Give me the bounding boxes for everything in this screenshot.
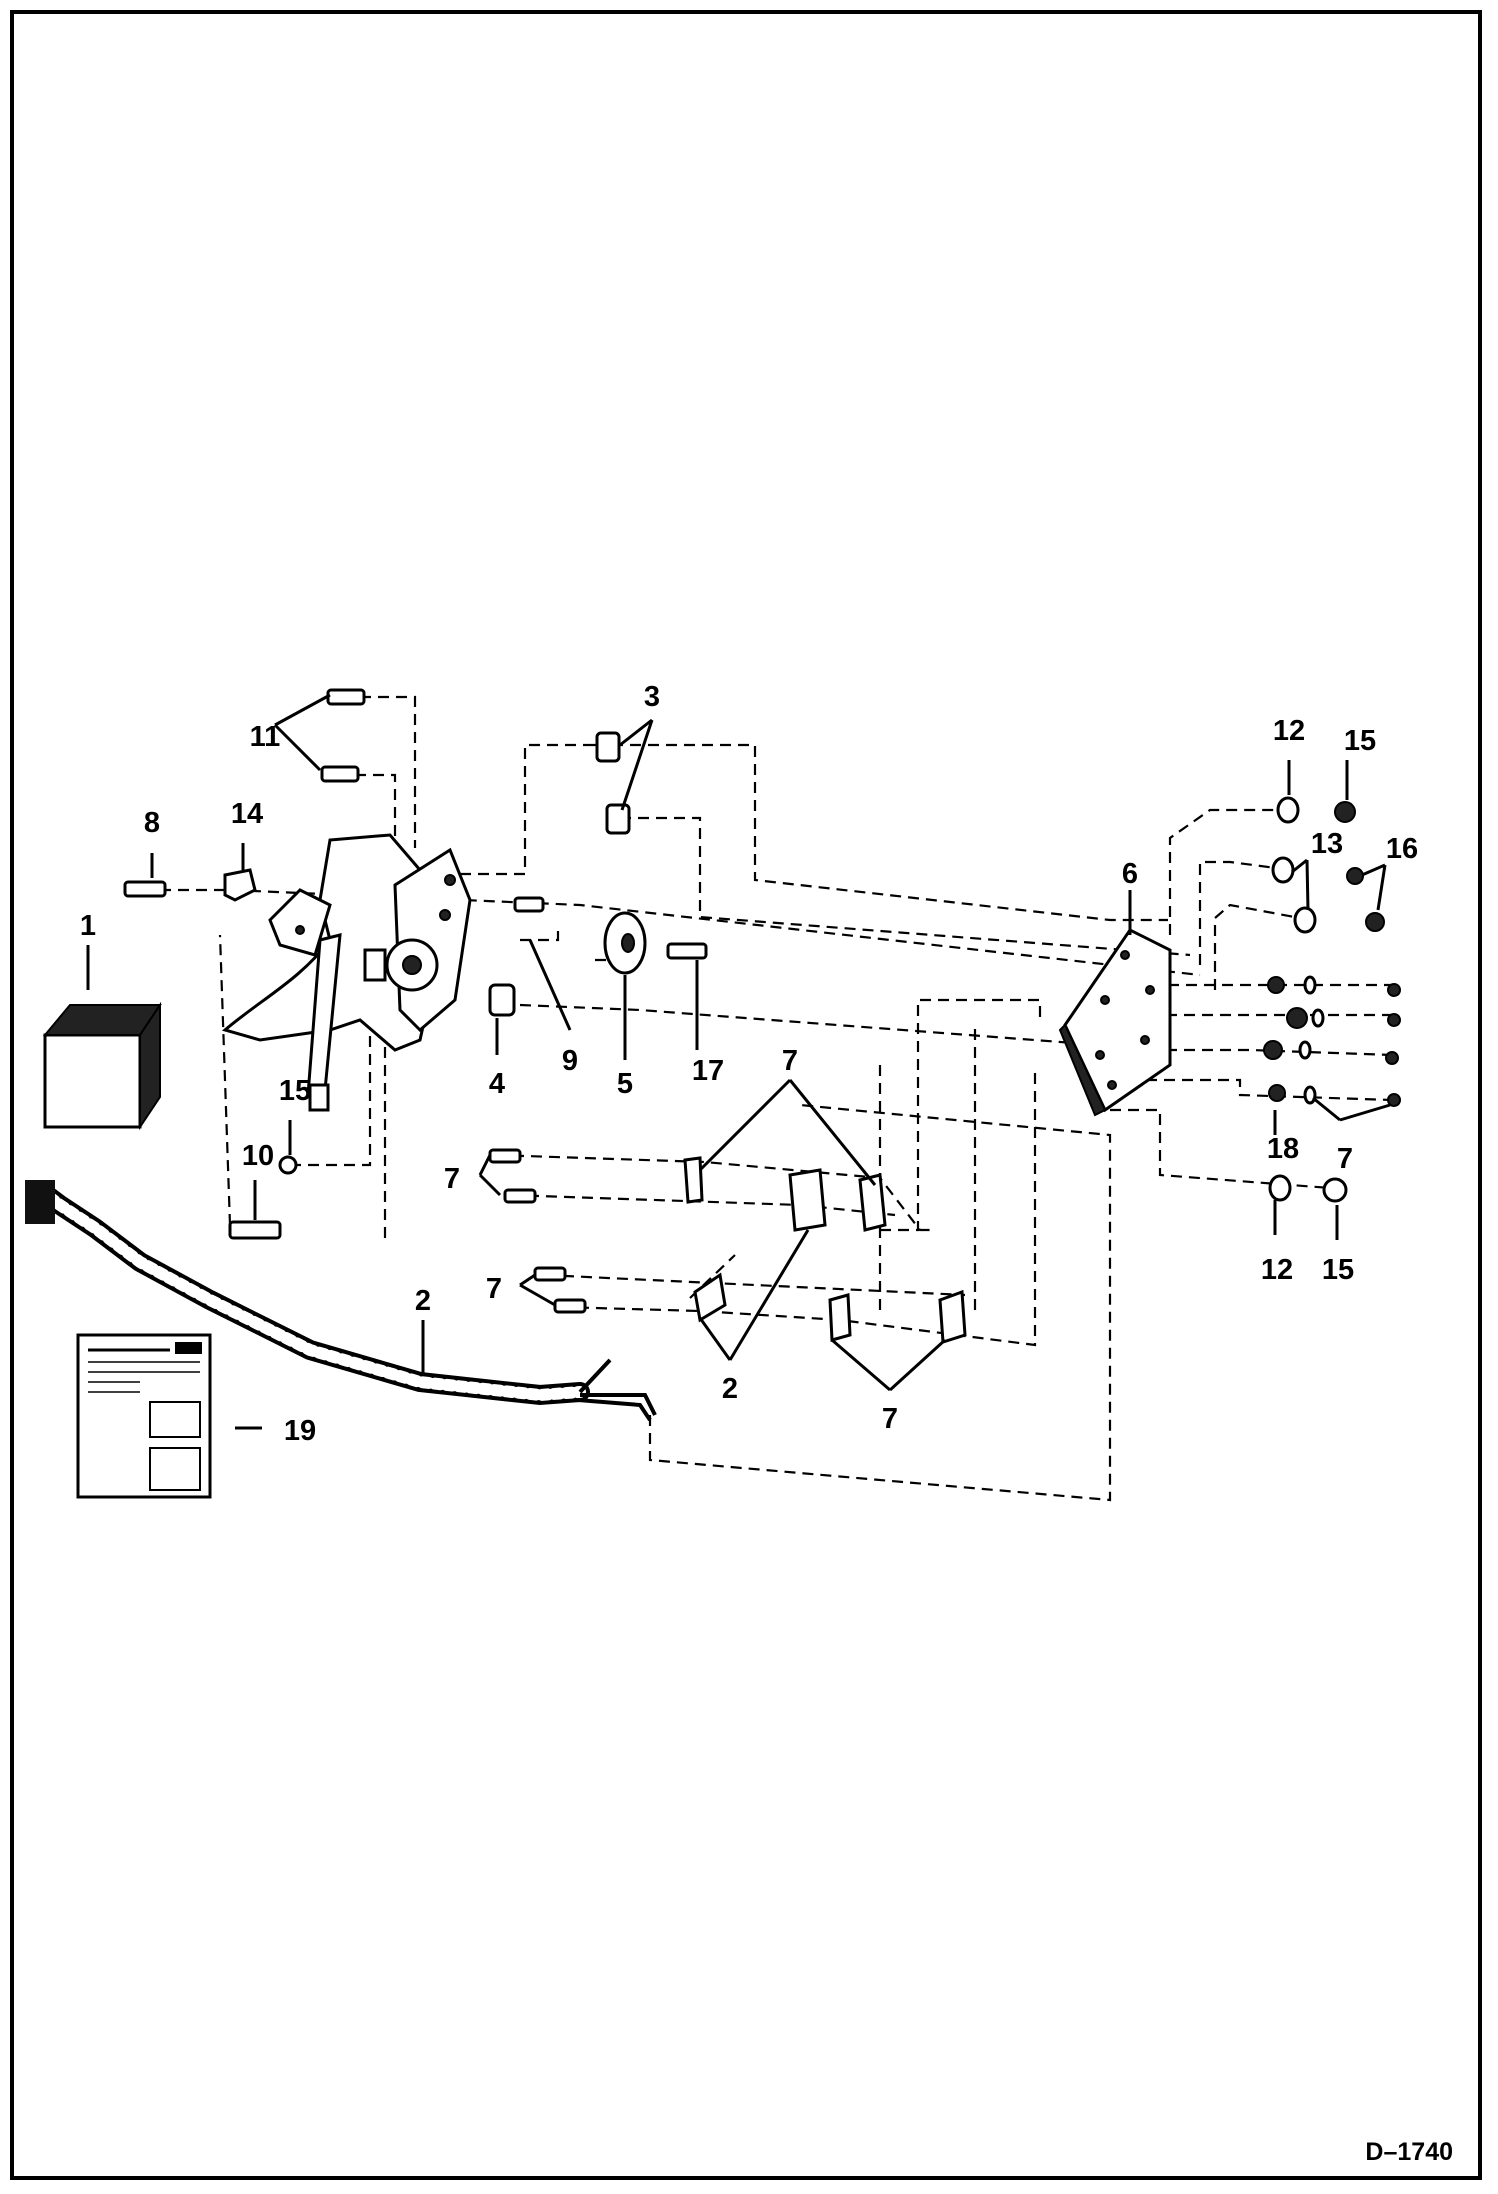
callout-18: 18 bbox=[1267, 1133, 1299, 1165]
right-side-hardware bbox=[1263, 796, 1401, 1203]
callout-17: 17 bbox=[692, 1055, 724, 1087]
callout-11: 11 bbox=[250, 721, 281, 753]
part-2-wire-harness bbox=[25, 1180, 657, 1422]
callout-6: 6 bbox=[1122, 858, 1138, 890]
part-14-clip bbox=[223, 868, 257, 902]
part-8-bolt bbox=[123, 880, 167, 898]
part-9-bolt bbox=[513, 896, 545, 913]
assembly-guide-lines bbox=[160, 695, 1393, 1502]
part-6-mounting-plate bbox=[1058, 928, 1172, 1117]
callout-9: 9 bbox=[562, 1045, 578, 1077]
callout-labels: 1 2 2 3 4 5 6 7 7 7 7 7 8 9 10 11 12 12 … bbox=[80, 681, 1418, 1447]
callout-2: 2 bbox=[722, 1373, 738, 1405]
part-11-bolt-lower bbox=[320, 765, 360, 783]
callout-12: 12 bbox=[1273, 715, 1305, 747]
part-10-bolt bbox=[228, 1220, 282, 1240]
part-2-switch-b bbox=[693, 1272, 727, 1323]
part-7-bracket-b bbox=[858, 1173, 887, 1232]
figure-number: D–1740 bbox=[1365, 2138, 1453, 2166]
part-3-spacer-lower bbox=[605, 803, 631, 835]
leader-lines bbox=[86, 693, 1391, 1430]
part-17-screw bbox=[666, 942, 708, 960]
callout-7: 7 bbox=[444, 1163, 460, 1195]
callout-8: 8 bbox=[144, 807, 160, 839]
lever-bracket-assembly bbox=[221, 833, 472, 1112]
callout-15: 15 bbox=[1344, 725, 1376, 757]
hardware-items bbox=[123, 688, 708, 1314]
callout-10: 10 bbox=[242, 1140, 274, 1172]
part-7-bracket-a bbox=[683, 1156, 704, 1204]
callout-7: 7 bbox=[882, 1403, 898, 1435]
callout-19: 19 bbox=[284, 1415, 316, 1447]
switch-components bbox=[683, 1156, 967, 1345]
callout-15: 15 bbox=[1322, 1254, 1354, 1286]
part-7-bracket-c bbox=[828, 1293, 852, 1342]
part-2-switch-a bbox=[788, 1168, 827, 1232]
callout-13: 13 bbox=[1311, 828, 1343, 860]
callout-3: 3 bbox=[644, 681, 660, 713]
callout-12: 12 bbox=[1261, 1254, 1293, 1286]
part-19-decal bbox=[76, 1333, 212, 1499]
callout-7: 7 bbox=[1337, 1143, 1353, 1175]
part-15-nut-left bbox=[278, 1155, 298, 1175]
callout-7: 7 bbox=[782, 1045, 798, 1077]
callout-1: 1 bbox=[80, 910, 96, 942]
drawing-border bbox=[10, 10, 1482, 2180]
callout-2: 2 bbox=[415, 1285, 431, 1317]
callout-7: 7 bbox=[486, 1273, 502, 1305]
part-11-bolt-upper bbox=[326, 688, 366, 706]
callout-14: 14 bbox=[231, 798, 263, 830]
callout-15: 15 bbox=[279, 1075, 311, 1107]
callout-16: 16 bbox=[1386, 833, 1418, 865]
part-3-spacer-upper bbox=[595, 731, 621, 763]
part-1-block bbox=[42, 1001, 162, 1131]
callout-4: 4 bbox=[489, 1068, 505, 1100]
part-7-bracket-d bbox=[938, 1289, 967, 1345]
part-4-spacer bbox=[488, 983, 516, 1017]
callout-5: 5 bbox=[617, 1068, 633, 1100]
